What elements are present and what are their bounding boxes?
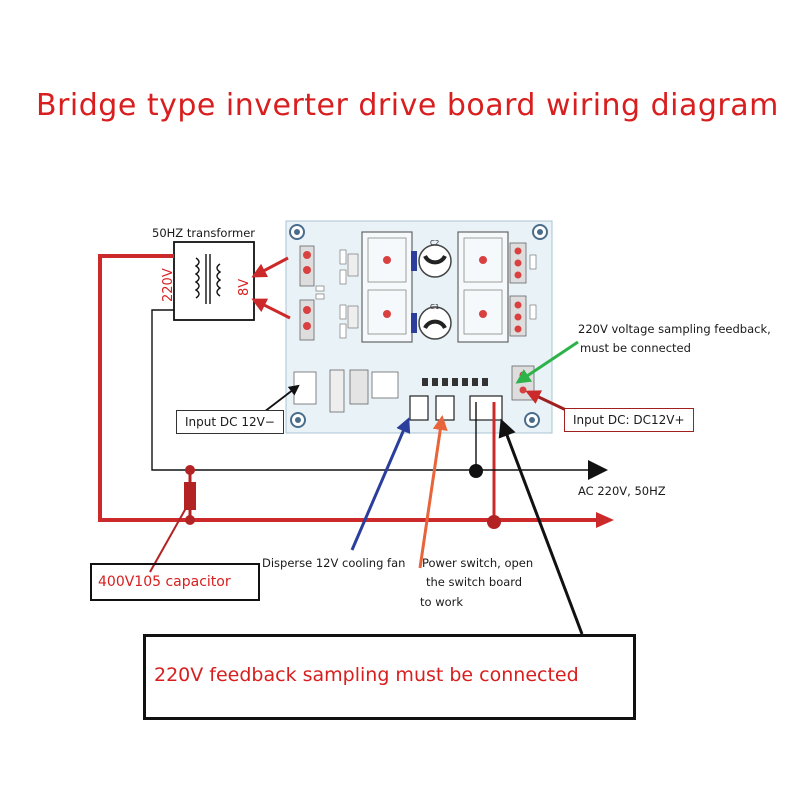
feedback-note-arrow xyxy=(498,418,584,635)
power-switch-label-line1: Power switch, open xyxy=(422,556,534,570)
right-components xyxy=(509,242,537,337)
heatsink-left xyxy=(361,231,413,343)
transformer-secondary-label: 8V xyxy=(237,279,252,296)
dc-plus-arrow xyxy=(525,390,567,412)
transformer-primary-label: 220V xyxy=(161,268,176,302)
power-switch-label-line3: to work xyxy=(420,595,464,609)
cooling-fan-label: Disperse 12V cooling fan xyxy=(262,556,406,570)
cooling-fan-arrow xyxy=(350,417,411,551)
transformer: 220V 8V xyxy=(161,241,255,321)
heatsink-right xyxy=(457,231,509,343)
diagram-title: Bridge type inverter drive board wiring … xyxy=(36,88,779,123)
mounting-hole-icon xyxy=(532,224,548,240)
sampling-feedback-arrow xyxy=(515,340,579,384)
control-section xyxy=(293,365,535,421)
capacitor-c2: C2 xyxy=(411,239,452,278)
transformer-label: 50HZ transformer xyxy=(152,226,255,240)
input-dc-minus-label: Input DC 12V− xyxy=(176,410,284,434)
sampling-feedback-label-line1: 220V voltage sampling feedback, xyxy=(578,322,771,336)
dc-minus-arrow xyxy=(263,384,300,413)
capacitor-label: 400V105 capacitor xyxy=(90,563,260,601)
input-dc-plus-label: Input DC: DC12V+ xyxy=(564,408,694,432)
mounting-hole-icon xyxy=(524,412,540,428)
secondary-arrow-bottom xyxy=(251,298,291,320)
mounting-hole-icon xyxy=(290,412,306,428)
left-components xyxy=(299,245,359,341)
sampling-feedback-label-line2: must be connected xyxy=(580,341,691,355)
mounting-hole-icon xyxy=(289,224,305,240)
film-capacitor xyxy=(184,470,196,520)
drive-board: C2 C1 xyxy=(285,220,553,434)
power-switch-arrow xyxy=(418,415,448,569)
capacitor-label-connector xyxy=(149,507,187,573)
capacitor-c1: C1 xyxy=(411,303,452,340)
black-wire xyxy=(151,309,608,480)
power-switch-label-line2: the switch board xyxy=(426,575,523,589)
ac-output-label: AC 220V, 50HZ xyxy=(578,484,666,498)
capacitor-c2-label: C2 xyxy=(430,239,439,247)
feedback-note: 220V feedback sampling must be connected xyxy=(143,634,636,720)
capacitor-c1-label: C1 xyxy=(430,303,439,311)
secondary-arrow-top xyxy=(251,256,289,278)
